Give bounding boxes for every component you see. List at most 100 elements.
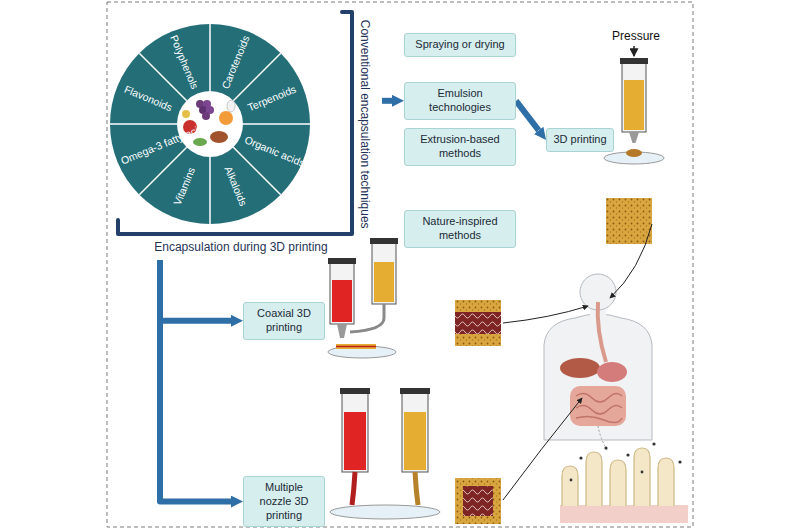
syringe-3d-printing: [624, 80, 644, 130]
coaxial-syringes: [330, 262, 354, 324]
process-box: Coaxial 3D printing: [243, 302, 325, 340]
intestinal-villi: [560, 505, 688, 523]
flow-arrow: [516, 101, 539, 131]
food-icons: [183, 120, 197, 134]
syringe-3d-printing: [629, 132, 639, 143]
intestinal-villi: [562, 448, 674, 506]
process-box: Multiple nozzle 3D printing: [243, 476, 325, 527]
annotation-label: Pressure: [612, 29, 660, 43]
segment-label: Carotenoids: [219, 34, 252, 91]
method-box: Nature-inspired methods: [404, 210, 516, 248]
leader-line: [503, 224, 652, 500]
intestinal-villi: [560, 442, 688, 523]
flow-arrow: [160, 260, 231, 321]
segment-label: Flavonoids: [122, 83, 174, 114]
multi-nozzle-syringes: [400, 388, 430, 394]
coaxial-syringes: [328, 258, 356, 264]
segment-label: Omega-3 fatty acids: [119, 133, 177, 166]
coaxial-syringes: [332, 280, 352, 322]
box-label: Spraying or drying: [410, 38, 510, 52]
food-icons: [219, 111, 233, 125]
intestinal-villi: [604, 446, 607, 449]
intestinal-villi: [579, 456, 582, 459]
coaxial-syringes: [337, 324, 347, 338]
method-box: Emulsion technologies: [404, 82, 516, 120]
box-label: 3D printing: [552, 133, 608, 147]
texture-sample: [463, 486, 493, 516]
flow-arrow: [160, 260, 231, 502]
bracket-label: Encapsulation during 3D printing: [130, 240, 352, 254]
method-box: Extrusion-based methods: [404, 128, 516, 166]
leader-line: [503, 398, 582, 500]
compound-wheel: [110, 24, 310, 224]
multi-nozzle-syringes: [342, 392, 368, 472]
outer-frame: [107, 2, 693, 527]
human-body: [598, 302, 606, 362]
bracket-label: Conventional encapsulation techniques: [357, 20, 371, 229]
syringe-3d-printing: [633, 46, 635, 56]
bracket-region: Conventional encapsulation techniquesEnc…: [110, 8, 382, 260]
segment-label: Alkaloids: [222, 164, 249, 207]
multi-nozzle-syringes: [352, 472, 355, 505]
segment-label: Terpenoids: [246, 83, 298, 114]
bracket: [118, 12, 352, 234]
compound-wheel: [209, 24, 211, 91]
process-box: 3D printing: [546, 128, 614, 152]
intestinal-villi: [570, 479, 573, 482]
texture-sample: [455, 300, 501, 346]
human-body: [598, 426, 608, 452]
compound-wheel: FlavonoidsPolyphenols CarotenoidsTerpenoi…: [110, 24, 310, 224]
leader-line: [503, 306, 588, 323]
compound-wheel: [177, 91, 243, 157]
intestinal-villi: [652, 442, 655, 445]
segment-label: Polyphenols: [168, 33, 201, 90]
food-icons: [182, 100, 235, 146]
intestinal-villi: [678, 460, 681, 463]
box-label: Emulsion technologies: [410, 87, 510, 115]
human-body: [560, 358, 600, 378]
texture-sample: [455, 312, 501, 334]
compound-wheel: [110, 24, 310, 224]
multi-nozzle-syringes: [344, 412, 366, 470]
compound-wheel: [110, 123, 177, 125]
coaxial-syringes: [370, 238, 398, 244]
coaxial-syringes: [336, 344, 376, 349]
multi-nozzle-syringes: [415, 472, 418, 505]
syringe-3d-printing: [622, 62, 646, 132]
multi-nozzle-syringes: [330, 388, 440, 519]
coaxial-syringes: [374, 262, 394, 302]
food-icons: [193, 138, 207, 146]
box-label: Extrusion-based methods: [410, 133, 510, 161]
syringe-3d-printing: [626, 149, 642, 157]
segment-label: Organic acids: [243, 133, 301, 166]
coaxial-syringes: [328, 238, 398, 358]
box-label: Coaxial 3D printing: [249, 307, 319, 335]
multi-nozzle-syringes: [404, 412, 426, 470]
human-body: [576, 393, 622, 422]
compound-wheel: [243, 123, 310, 125]
leader-line: [610, 224, 652, 298]
food-icons: [210, 131, 228, 143]
flow-arrow: [382, 98, 392, 104]
food-icons: [227, 100, 235, 112]
method-box: Spraying or drying: [404, 33, 516, 57]
food-icons: [202, 112, 210, 120]
intestinal-villi: [626, 453, 629, 456]
bracket: [118, 12, 352, 234]
box-label: Nature-inspired methods: [410, 215, 510, 243]
compound-wheel: [209, 157, 211, 224]
coaxial-syringes: [336, 346, 376, 348]
intestinal-villi: [641, 471, 644, 474]
box-label: Multiple nozzle 3D printing: [249, 481, 319, 522]
multi-nozzle-syringes: [330, 505, 440, 519]
texture-sample: [455, 478, 501, 524]
outer-frame: [107, 2, 693, 527]
compound-wheel: [110, 24, 310, 224]
segment-label: Vitamins: [171, 165, 197, 207]
human-body: [570, 386, 626, 426]
coaxial-syringes: [350, 304, 384, 332]
syringe-3d-printing: [620, 58, 648, 64]
